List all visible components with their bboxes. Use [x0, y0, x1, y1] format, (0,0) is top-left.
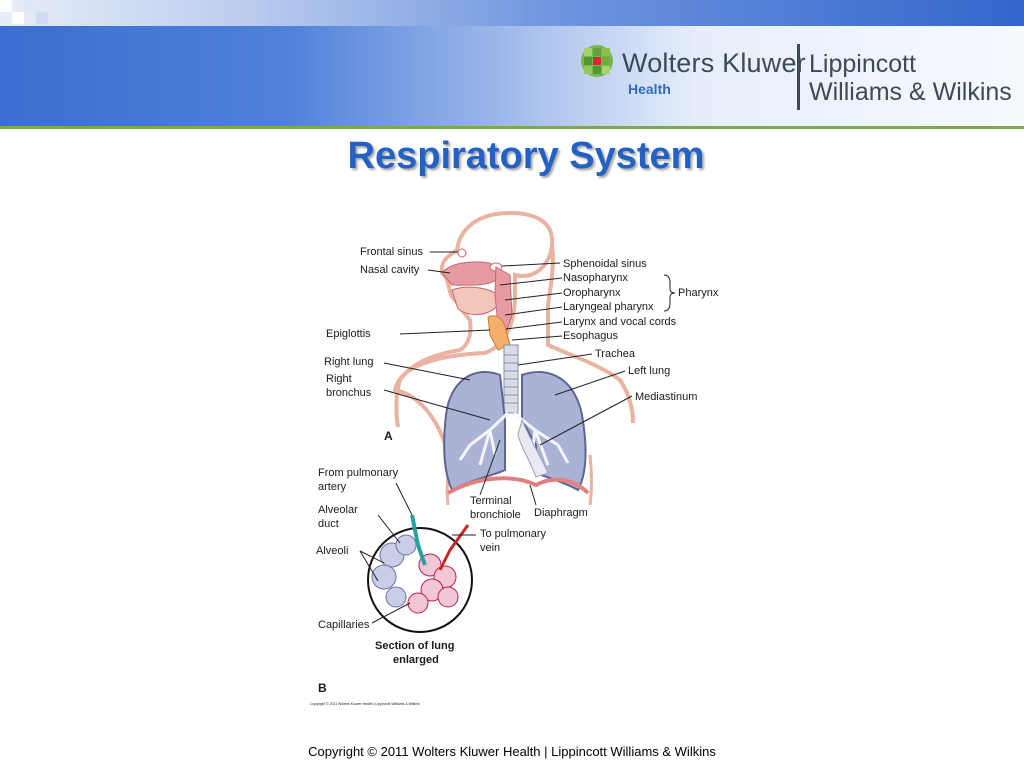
label-to-pulmonary-vein-2: vein — [480, 542, 500, 554]
panel-b-caption-line1: Section of lung — [375, 640, 454, 652]
frontal-sinus-shape — [457, 248, 467, 258]
pulmonary-artery-vessel — [410, 514, 427, 566]
panel-b-letter: B — [318, 681, 327, 695]
label-pharynx: Pharynx — [678, 287, 719, 299]
body-outline — [392, 210, 555, 461]
label-esophagus: Esophagus — [563, 330, 619, 342]
label-frontal-sinus: Frontal sinus — [360, 246, 423, 258]
slide-title: Respiratory System — [347, 135, 705, 177]
label-larynx-vocal-cords: Larynx and vocal cords — [563, 316, 677, 328]
label-laryngeal-pharynx: Laryngeal pharynx — [563, 301, 654, 313]
label-right-lung: Right lung — [324, 356, 374, 368]
label-nasopharynx: Nasopharynx — [563, 272, 628, 284]
left-lung-shape — [521, 370, 587, 492]
partner-name-line1: Lippincott — [809, 50, 917, 78]
figure-fine-print: Copyright © 2011 Wolters Kluwer Health |… — [310, 702, 420, 706]
partner-name-line2: Williams & Wilkins — [809, 78, 1012, 106]
right-lung-shape — [443, 370, 506, 492]
oral-cavity-shape — [451, 286, 499, 315]
label-alveoli: Alveoli — [316, 545, 348, 557]
leader-lines — [359, 251, 676, 624]
logo-divider — [797, 44, 800, 110]
pulmonary-vein-vessel — [438, 524, 470, 571]
mediastinum-shape — [517, 418, 549, 478]
label-sphenoidal-sinus: Sphenoidal sinus — [563, 258, 647, 270]
header-green-rule — [0, 126, 1024, 129]
panel-b-caption-line2: enlarged — [393, 654, 439, 666]
larynx-shape — [487, 315, 511, 351]
label-diaphragm: Diaphragm — [534, 507, 588, 519]
label-capillaries: Capillaries — [318, 619, 370, 631]
trachea-rings — [504, 354, 518, 404]
brand-name: Wolters Kluwer — [622, 48, 806, 78]
respiratory-diagram: Frontal sinus Nasal cavity Epiglottis Ri… — [300, 205, 740, 710]
label-left-lung: Left lung — [628, 365, 670, 377]
publisher-logo: Wolters Kluwer Health Lippincott William… — [578, 38, 1024, 118]
diaphragm-shape — [447, 476, 590, 495]
label-nasal-cavity: Nasal cavity — [360, 264, 420, 276]
label-right-bronchus-2: bronchus — [326, 387, 372, 399]
label-mediastinum: Mediastinum — [635, 391, 697, 403]
label-epiglottis: Epiglottis — [326, 328, 371, 340]
label-oropharynx: Oropharynx — [563, 287, 621, 299]
label-alveolar-duct-2: duct — [318, 518, 339, 530]
respiratory-diagram-svg: Frontal sinus Nasal cavity Epiglottis Ri… — [310, 210, 719, 706]
bronchial-tree — [458, 411, 570, 466]
torso-right-edge — [588, 454, 593, 506]
label-from-pulmonary-artery-1: From pulmonary — [318, 467, 399, 479]
label-trachea: Trachea — [595, 348, 636, 360]
label-from-pulmonary-artery-2: artery — [318, 481, 347, 493]
brand-division: Health — [628, 81, 671, 97]
header-top-strip — [0, 0, 1024, 26]
label-terminal-bronchiole-2: bronchiole — [470, 509, 521, 521]
panel-a-letter: A — [384, 429, 393, 443]
label-to-pulmonary-vein-1: To pulmonary — [480, 528, 547, 540]
wk-globe-icon — [581, 45, 613, 77]
label-right-bronchus-1: Right — [326, 373, 352, 385]
label-alveolar-duct-1: Alveolar — [318, 504, 358, 516]
slide-footer-copyright: Copyright © 2011 Wolters Kluwer Health |… — [308, 744, 716, 759]
label-terminal-bronchiole-1: Terminal — [470, 495, 512, 507]
